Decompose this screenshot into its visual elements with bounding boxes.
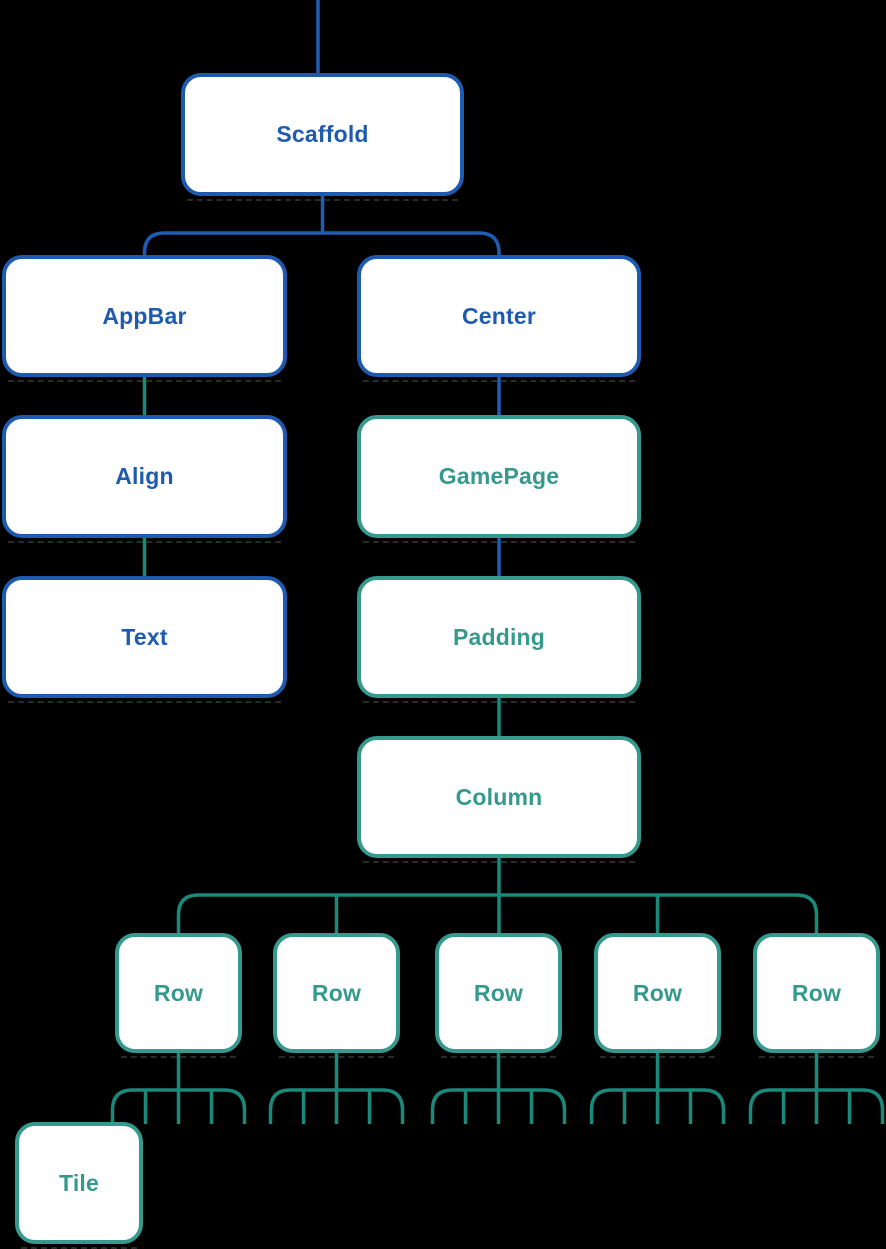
node-row-3[interactable]: Row <box>435 933 562 1058</box>
node-tile-label: Tile <box>58 1169 99 1196</box>
node-gamepage[interactable]: GamePage <box>357 415 641 543</box>
edge-rows-distributor <box>176 893 819 935</box>
edge-scaffold-split <box>142 231 501 256</box>
node-gamepage-label: GamePage <box>438 463 560 489</box>
node-row-2-label: Row <box>311 979 362 1006</box>
node-row-2[interactable]: Row <box>273 933 400 1058</box>
node-align-label: Align <box>115 463 174 489</box>
node-scaffold-label: Scaffold <box>276 121 369 147</box>
node-padding-label: Padding <box>452 623 546 650</box>
node-row-4-label: Row <box>632 979 683 1006</box>
node-center-label: Center <box>461 302 537 329</box>
node-appbar-label: AppBar <box>102 302 187 329</box>
node-row-5-label: Row <box>791 979 842 1006</box>
node-row-4[interactable]: Row <box>594 933 721 1058</box>
edge-row1-stubs <box>143 1090 214 1124</box>
node-row-3-label: Row <box>473 979 524 1006</box>
node-row-1-label: Row <box>153 979 204 1006</box>
node-align[interactable]: Align <box>2 415 287 543</box>
node-text[interactable]: Text <box>2 576 287 703</box>
node-padding[interactable]: Padding <box>357 576 641 703</box>
node-row-1[interactable]: Row <box>115 933 242 1058</box>
node-scaffold[interactable]: Scaffold <box>181 73 464 201</box>
node-tile[interactable]: Tile <box>15 1122 143 1249</box>
node-center[interactable]: Center <box>357 255 641 382</box>
edge-row5-stubs <box>781 1090 852 1124</box>
node-column[interactable]: Column <box>357 736 641 863</box>
edge-row3-stubs <box>463 1090 534 1124</box>
node-column-label: Column <box>455 783 543 810</box>
node-appbar[interactable]: AppBar <box>2 255 287 382</box>
edge-row4-stubs <box>622 1090 693 1124</box>
node-text-label: Text <box>121 623 168 650</box>
node-row-5[interactable]: Row <box>753 933 880 1058</box>
edge-row2-stubs <box>301 1090 372 1124</box>
